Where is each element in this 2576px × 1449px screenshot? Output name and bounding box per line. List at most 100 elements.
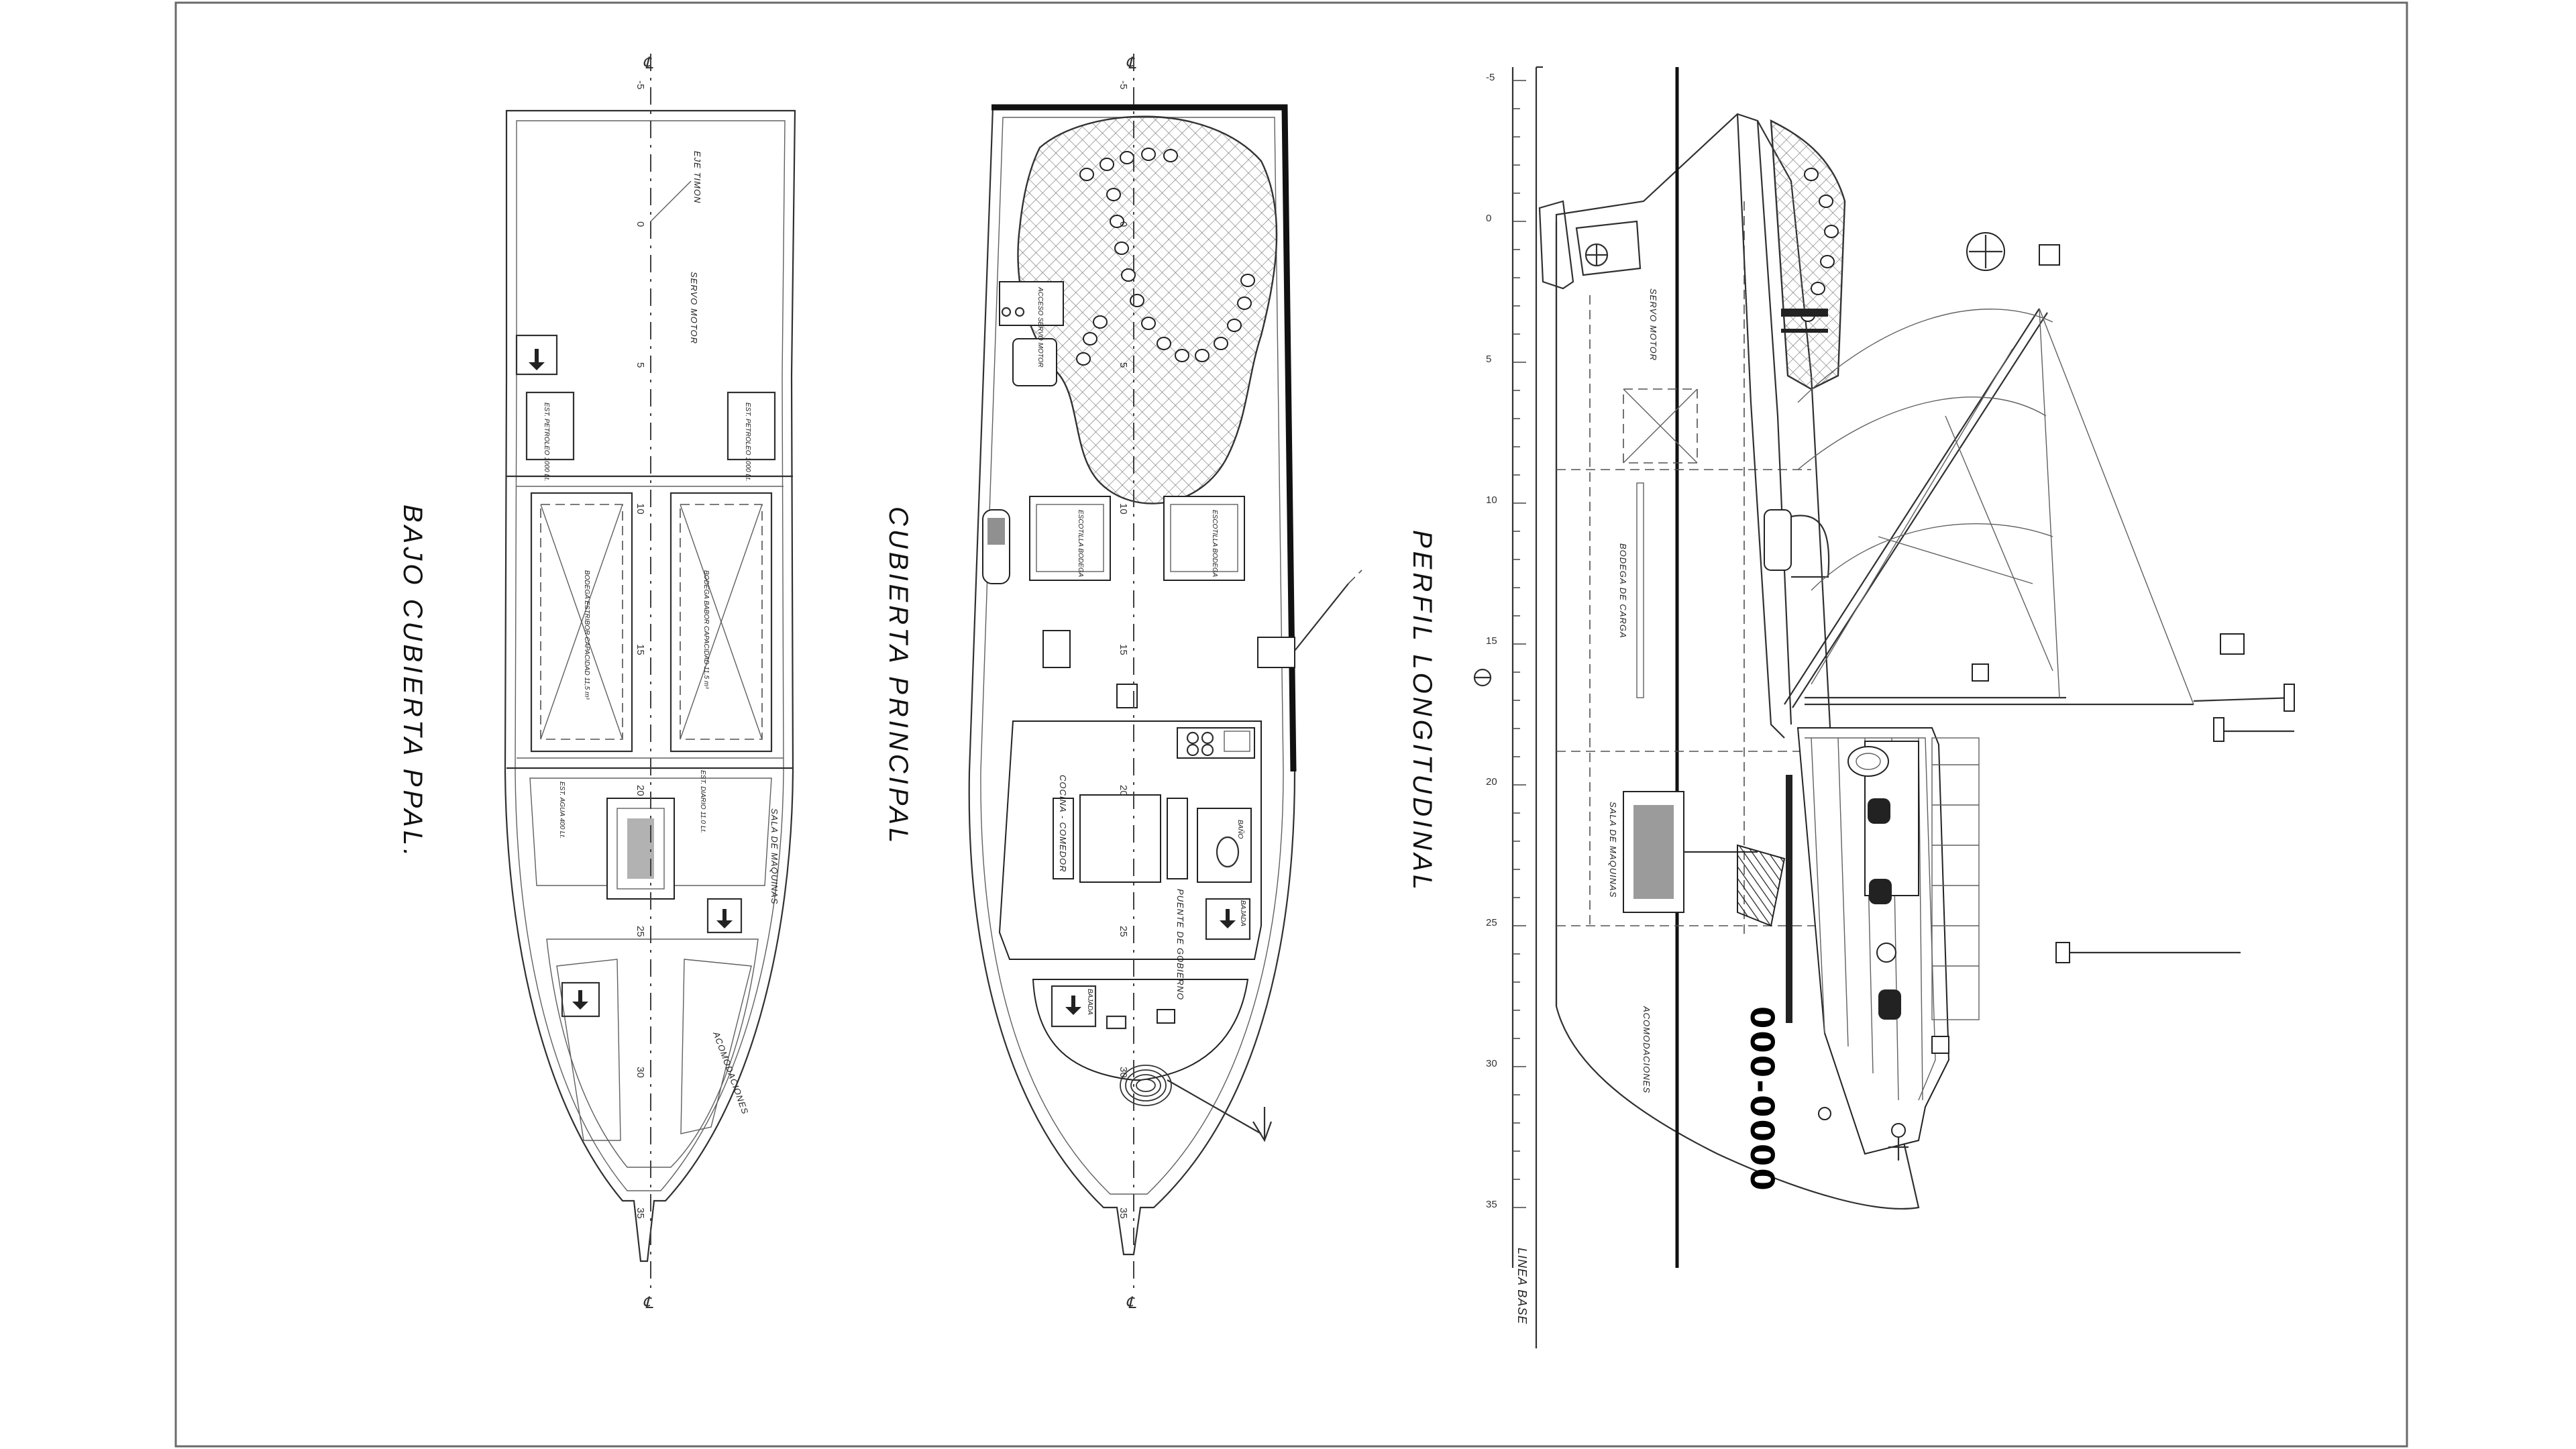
station-tick-label: -5 (1118, 80, 1129, 89)
bajada-arrow-icon (716, 909, 733, 928)
main-deck-bulwark (991, 104, 1297, 772)
rigging-curve-3 (1797, 396, 2047, 470)
profile-sala-maquinas-label: SALA DE MAQUINAS (1608, 802, 1618, 898)
linea-base-label: LINEA BASE (1515, 1248, 1529, 1324)
puente-gobierno-label: PUENTE DE GOBIERNO (1175, 889, 1185, 1000)
engine-room-floor (529, 777, 772, 886)
bunk-port (556, 959, 621, 1141)
profile-stern-ramp-2 (1781, 329, 1828, 333)
station-tick-label: 20 (635, 785, 646, 796)
bodega-babor-label: BODEGA BABOR CAPACIDAD 11,5 m³ (702, 570, 710, 689)
bajada-arrow-icon (1220, 909, 1236, 928)
bajada-arrow-icon (529, 349, 545, 370)
side-roller-shade (987, 518, 1005, 545)
station-tick-label: 15 (635, 644, 646, 655)
bajada-arrow-icon (1065, 996, 1081, 1015)
bitt-port (1042, 630, 1071, 668)
station-tick-label: 30 (1486, 1058, 1497, 1069)
anchor-chain (1167, 1079, 1262, 1134)
under-deck-title: BAJO CUBIERTA PPAL. (398, 504, 427, 859)
profile-minor-ticks (1513, 80, 1526, 1208)
rigging-1 (1945, 415, 2053, 672)
hold-port-inner (540, 504, 623, 740)
outrigger (1294, 583, 1349, 651)
station-tick-label: 5 (1486, 354, 1491, 365)
main-engine-block (627, 818, 654, 879)
profile-acomodaciones-label: ACOMODACIONES (1642, 1006, 1652, 1093)
servo-motor-label: SERVO MOTOR (689, 272, 699, 344)
escotilla-right-label: ESCOTILLA BODEGA (1211, 510, 1218, 578)
topping-lift (2039, 308, 2060, 698)
station-tick-label: 5 (1118, 362, 1129, 368)
profile-engine-block (1633, 805, 1674, 899)
stove-burner (1186, 743, 1199, 757)
station-tick-label: 25 (1118, 926, 1129, 937)
station-tick-label: 20 (1486, 776, 1497, 788)
bano-room (1197, 808, 1252, 883)
propeller-icon (1585, 243, 1609, 267)
est-diario-label: EST. DIARIO 11.0 Lt. (699, 770, 706, 833)
bunk-stbd (680, 959, 752, 1134)
crew-figure-icon (1891, 1123, 1906, 1138)
propeller-blades (1587, 245, 1607, 265)
porthole-4 (1878, 989, 1901, 1020)
foredeck-bajada (1051, 985, 1097, 1028)
station-tick-label: -5 (1486, 72, 1495, 83)
bano-label: BAÑO (1236, 820, 1245, 839)
station-tick-label: 5 (635, 362, 646, 368)
mess-bench-a (1053, 798, 1074, 879)
station-tick-label: 10 (635, 503, 646, 515)
hold-starboard-inner (680, 504, 763, 740)
profile-stern (1538, 200, 1574, 290)
profile-fuel-tank (1623, 388, 1698, 464)
radar-cross (1969, 235, 2002, 268)
main-deck-title: CUBIERTA PRINCIPAL (883, 506, 913, 846)
bow-bulwark-hatch (1737, 844, 1786, 927)
hold-port-cross-b (540, 504, 623, 740)
profile-roller (1764, 509, 1792, 571)
profile-hold-divider (1636, 482, 1644, 698)
profile-bodega-carga-label: BODEGA DE CARGA (1618, 543, 1628, 639)
bajada-a-label: BAJADA (1239, 900, 1246, 926)
registration-number: 000-0000 (1743, 1006, 1780, 1193)
station-tick-label: 35 (635, 1208, 646, 1219)
sala-maquinas-label: SALA DE MAQUINAS (769, 808, 780, 904)
engine-room-ladder-box (706, 898, 743, 934)
station-tick-label: 10 (1118, 503, 1129, 515)
fuel-tank-port (525, 391, 575, 461)
foredeck-well (1032, 979, 1249, 1081)
station-tick-label: 35 (1486, 1199, 1497, 1210)
foredeck-fitting (1106, 1015, 1127, 1030)
profile-rudder (1575, 220, 1642, 276)
main-engine-detail (616, 808, 665, 890)
centerline-symbol-bottom: ℄ (643, 1293, 653, 1312)
stove-burner (1201, 731, 1214, 745)
station-tick-label: 0 (1118, 221, 1129, 227)
side-gantry (1257, 637, 1295, 668)
outrigger-fitting (2213, 717, 2224, 742)
station-tick-label: 15 (1486, 635, 1497, 647)
acceso-servo-label: ACCESO SERVO MOTOR (1036, 286, 1044, 368)
cocina-comedor-label: COCINA - COMEDOR (1058, 775, 1068, 873)
centerline-symbol-top: ℄ (643, 54, 653, 72)
under-deck-hull-inner (515, 120, 786, 1191)
wheelhouse-ladder-rungs (1932, 764, 1979, 967)
eje-timon-leader (650, 180, 692, 222)
forestay (2039, 308, 2194, 705)
bow-bitt (1931, 1036, 1949, 1054)
station-tick-label: 10 (1486, 494, 1497, 506)
boom-extension (2193, 696, 2295, 702)
est-agua-label: EST. AGUA 400 Lt. (558, 782, 566, 839)
hatch-bolt (1014, 307, 1025, 317)
crew-figure-body (1888, 1137, 1909, 1161)
hold-stbd-cross-b (680, 504, 763, 740)
stove-burner (1186, 731, 1199, 745)
escotilla-right-inner (1170, 504, 1238, 572)
bajada-b-label: BAJADA (1086, 989, 1093, 1015)
centerline-symbol-bottom: ℄ (1126, 1293, 1136, 1312)
escotilla-left-inner (1036, 504, 1104, 572)
bajada-hatch (561, 981, 600, 1018)
